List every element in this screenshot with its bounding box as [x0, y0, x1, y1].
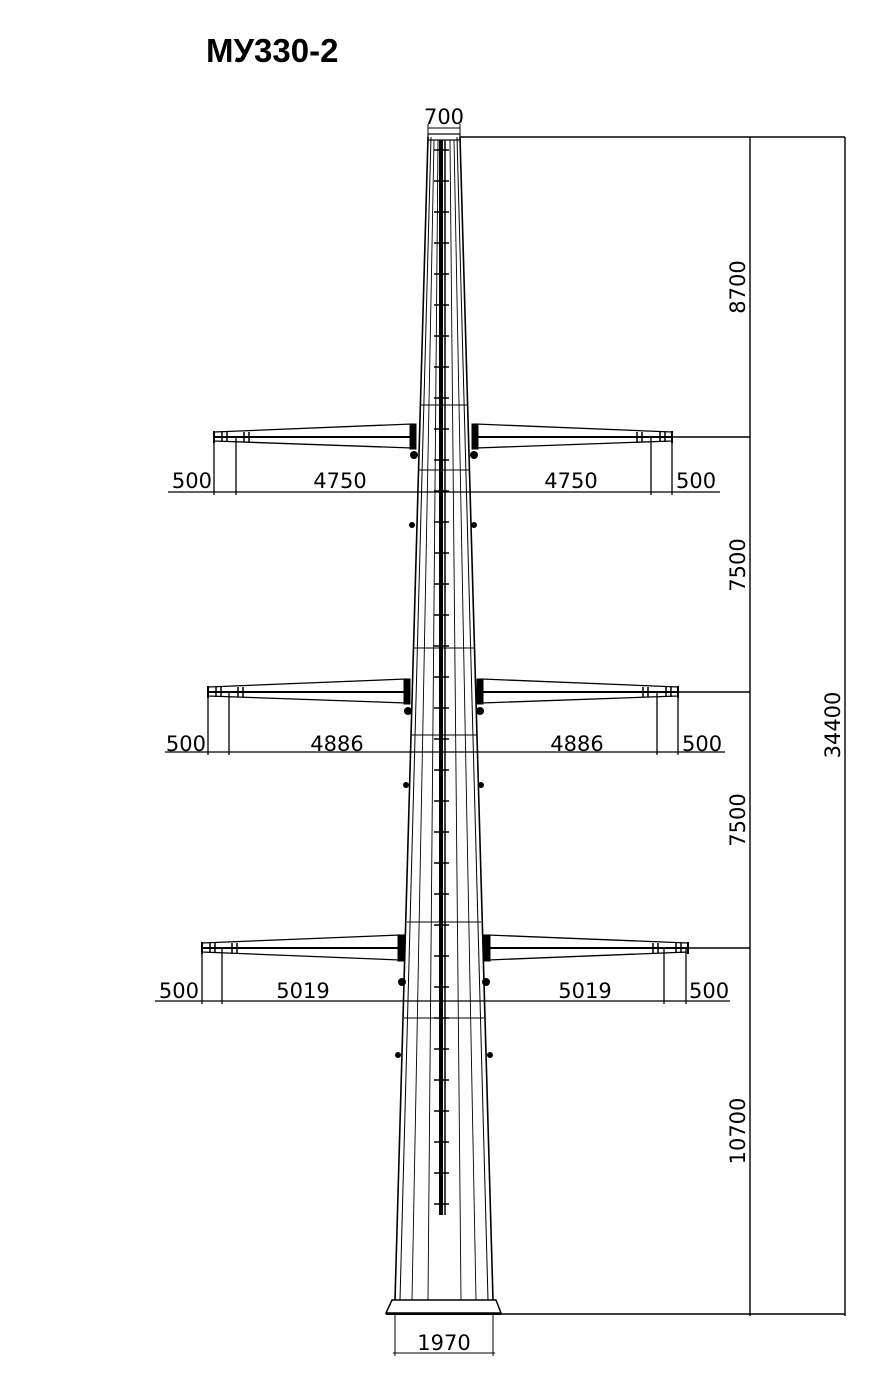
dim-top-width	[427, 124, 461, 137]
dim-crossarm-2	[165, 692, 725, 755]
dim-crossarm-1-right-tip: 500	[676, 469, 716, 493]
dim-base-width	[393, 1314, 495, 1356]
crossarm-2	[207, 678, 750, 715]
crossarm-1	[213, 423, 750, 459]
dim-crossarm-1-left-span: 4750	[313, 469, 366, 493]
dim-crossarm-2-left-tip: 500	[166, 732, 206, 756]
shaft-brackets	[395, 522, 493, 1058]
dim-crossarm-3-left-tip: 500	[159, 979, 199, 1003]
dim-crossarm-1	[168, 437, 720, 495]
dim-crossarm-2-right-tip: 500	[682, 732, 722, 756]
dim-base-width-label: 1970	[417, 1331, 470, 1355]
dim-crossarm-2-right-span: 4886	[550, 732, 603, 756]
dim-crossarm-3-left-span: 5019	[276, 979, 329, 1003]
tower-shaft	[394, 133, 494, 1301]
climbing-ladder	[434, 140, 449, 1215]
dim-crossarm-3-right-tip: 500	[689, 979, 729, 1003]
dim-segment-2: 7500	[726, 538, 750, 591]
crossarm-3	[201, 934, 750, 986]
dim-crossarm-1-right-span: 4750	[544, 469, 597, 493]
dim-top-width-label: 700	[424, 105, 464, 129]
base-flange	[384, 136, 750, 1315]
dim-crossarm-3-right-span: 5019	[558, 979, 611, 1003]
dim-segment-3: 7500	[726, 793, 750, 846]
drawing-title: МУ330-2	[206, 32, 339, 69]
dim-vertical-chain	[749, 136, 846, 1316]
dim-crossarm-3	[155, 948, 730, 1004]
dim-segment-4: 10700	[726, 1098, 750, 1165]
dim-crossarm-2-left-span: 4886	[310, 732, 363, 756]
dim-total-height: 34400	[821, 692, 845, 759]
dim-crossarm-1-left-tip: 500	[172, 469, 212, 493]
dim-segment-1: 8700	[726, 260, 750, 313]
